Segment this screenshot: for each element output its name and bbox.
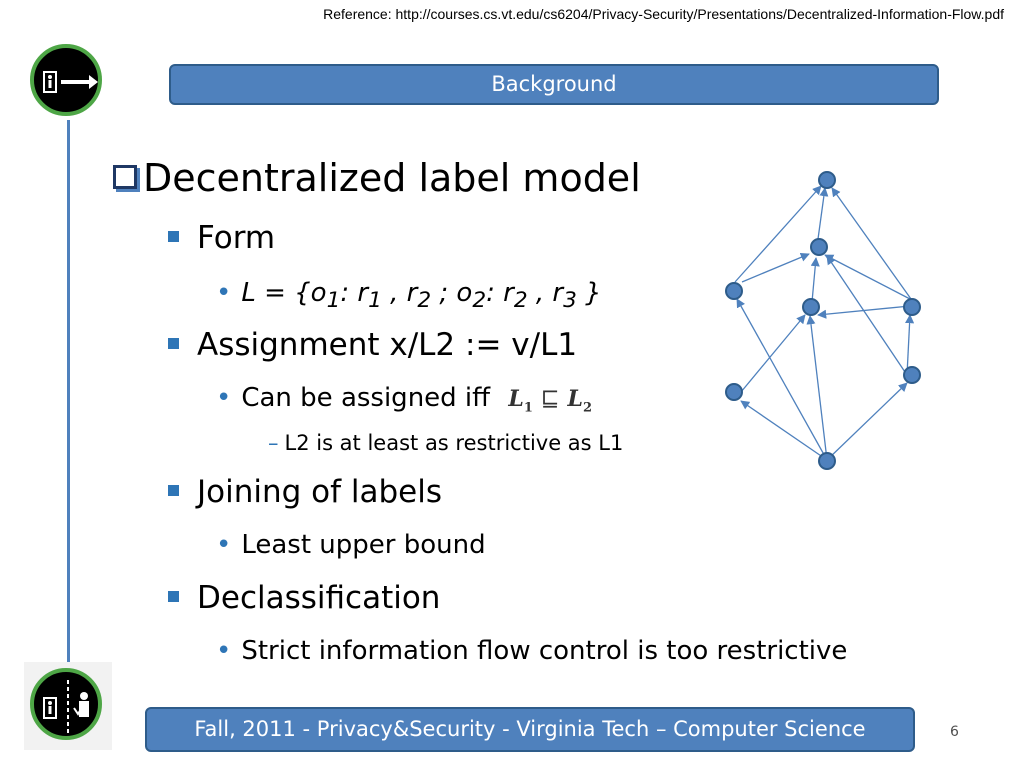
checkpoint-icon: [30, 668, 102, 740]
label-lattice-diagram: [725, 171, 921, 470]
reference-url: Reference: http://courses.cs.vt.edu/cs62…: [323, 6, 1004, 22]
label-ordering-formula: L1⊑L2: [508, 386, 592, 416]
lattice-nodes: [725, 171, 921, 470]
dash-bullet-icon: –: [268, 431, 279, 455]
footer-text: Fall, 2011 - Privacy&Security - Virginia…: [194, 717, 866, 741]
lattice-node: [802, 298, 820, 316]
checkbox-bullet-icon: [113, 165, 137, 189]
bullet-form: Form: [168, 220, 275, 256]
lattice-node: [818, 452, 836, 470]
lattice-node: [725, 383, 743, 401]
bullet-main: Decentralized label model: [113, 156, 641, 200]
timeline-divider: [67, 120, 70, 673]
slide-title: Background: [491, 72, 617, 96]
lattice-node: [903, 298, 921, 316]
lattice-node: [818, 171, 836, 189]
bullet-declass: Declassification: [168, 580, 440, 616]
bullet-restrictive: –L2 is at least as restrictive as L1: [268, 431, 624, 455]
bullet-formula: •L = {o1: r1 , r2 ; o2: r2 , r3 }: [216, 278, 602, 314]
bullet-strict: •Strict information flow control is too …: [216, 636, 848, 666]
exit-sign-icon: [30, 44, 102, 116]
square-bullet-icon: [168, 485, 179, 496]
lattice-node: [810, 238, 828, 256]
slide-title-bar: Background: [169, 64, 939, 105]
square-bullet-icon: [168, 591, 179, 602]
bullet-assigned-iff: •Can be assigned iff L1⊑L2: [216, 383, 592, 416]
dot-bullet-icon: •: [216, 530, 232, 560]
lattice-node: [903, 366, 921, 384]
footer-bar: Fall, 2011 - Privacy&Security - Virginia…: [145, 707, 915, 752]
bullet-assignment: Assignment x/L2 := v/L1: [168, 327, 577, 363]
bullet-joining: Joining of labels: [168, 474, 442, 510]
dot-bullet-icon: •: [216, 636, 232, 666]
dot-bullet-icon: •: [216, 383, 232, 413]
square-bullet-icon: [168, 338, 179, 349]
square-bullet-icon: [168, 231, 179, 242]
bullet-lub: •Least upper bound: [216, 530, 486, 560]
page-number: 6: [950, 724, 959, 740]
dot-bullet-icon: •: [216, 278, 232, 308]
lattice-edges: [734, 185, 915, 461]
lattice-node: [725, 282, 743, 300]
